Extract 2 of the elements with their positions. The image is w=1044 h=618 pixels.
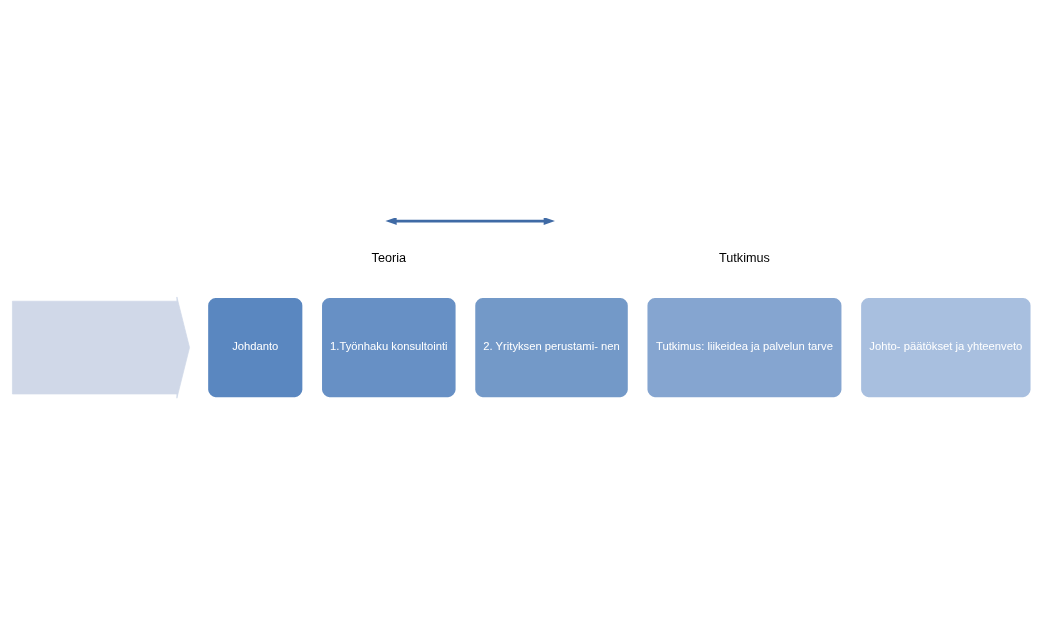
label: Teoria	[371, 250, 407, 265]
label: Tutkimus	[719, 250, 770, 265]
